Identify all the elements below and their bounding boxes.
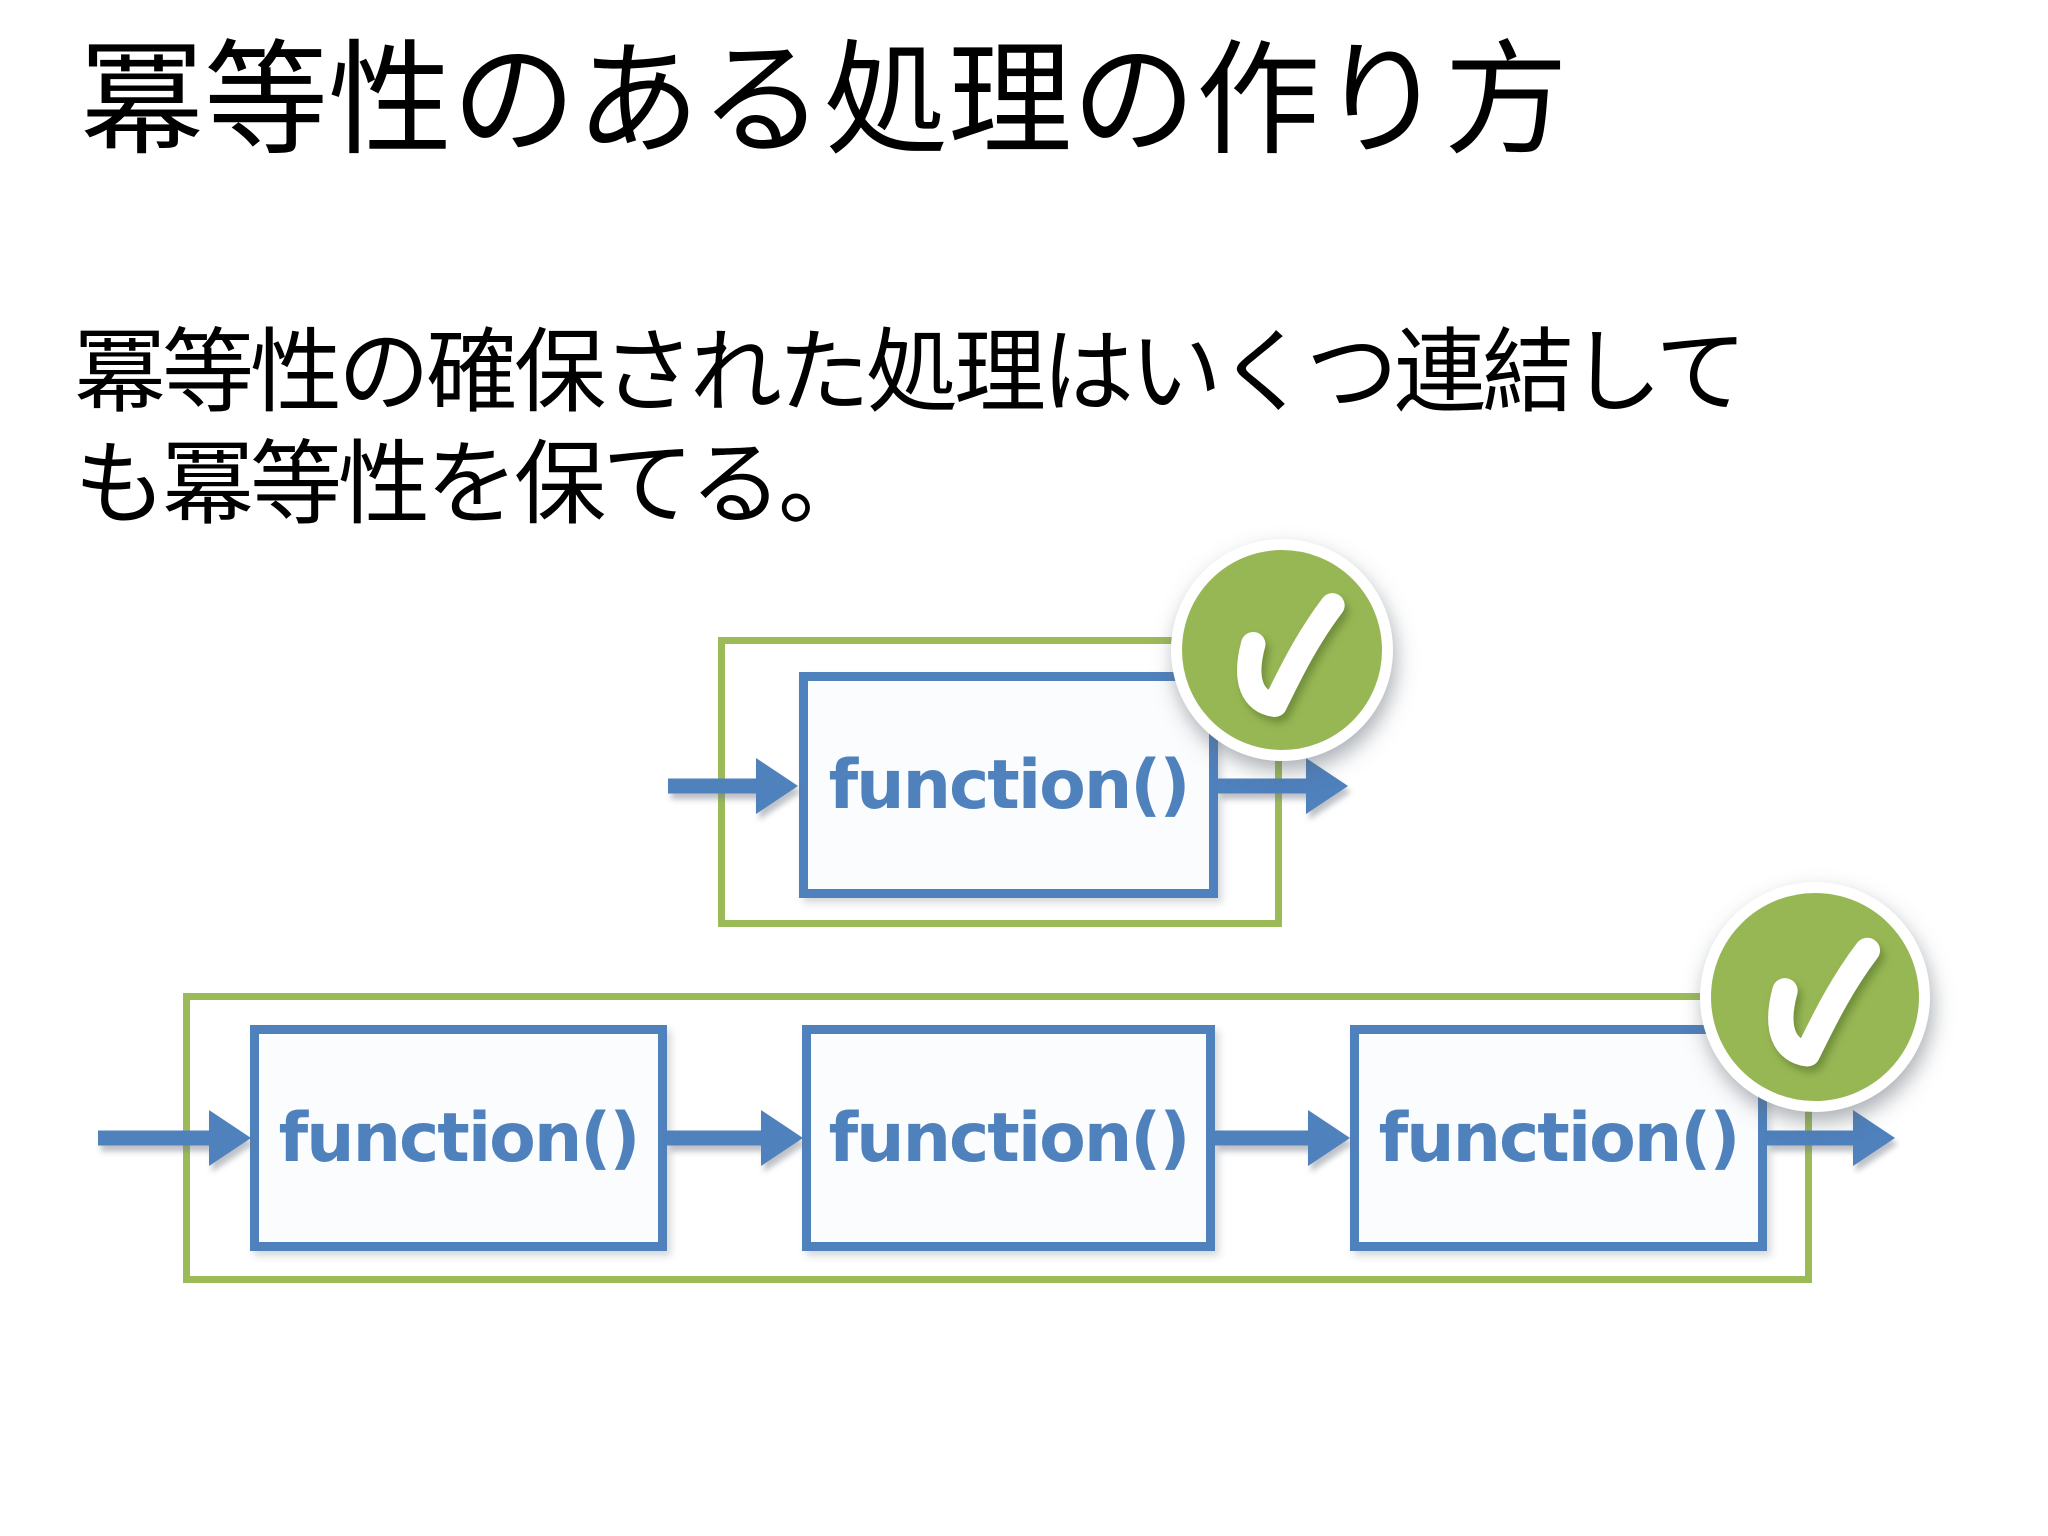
- arrow-head: [761, 1110, 803, 1166]
- arrow-shaft: [1215, 1130, 1312, 1146]
- flow-arrow-out: [1218, 758, 1348, 814]
- function-label: function(): [828, 1098, 1191, 1178]
- flow-arrow-link-1: [667, 1110, 803, 1166]
- arrow-shaft: [1767, 1130, 1857, 1146]
- arrow-shaft: [98, 1130, 213, 1146]
- arrow-head: [756, 758, 798, 814]
- check-circle-icon: [1700, 882, 1930, 1112]
- flow-arrow-in: [668, 758, 798, 814]
- arrow-head: [209, 1110, 251, 1166]
- checkmark-icon: [1768, 937, 1881, 1067]
- checkmark-icon: [1237, 593, 1345, 717]
- arrow-shaft: [667, 1130, 765, 1146]
- body-text-line-2: も冪等性を保てる。: [74, 431, 870, 538]
- function-box-2: function(): [802, 1025, 1215, 1251]
- function-box-3: function(): [1350, 1025, 1767, 1251]
- arrow-shaft: [668, 778, 760, 794]
- page-title: 冪等性のある処理の作り方: [80, 29, 1569, 173]
- function-label: function(): [828, 745, 1191, 825]
- flow-arrow-out: [1767, 1110, 1895, 1166]
- function-box-1: function(): [250, 1025, 667, 1251]
- flow-arrow-link-2: [1215, 1110, 1350, 1166]
- function-box: function(): [799, 672, 1218, 898]
- arrow-head: [1308, 1110, 1350, 1166]
- check-circle-icon: [1171, 539, 1393, 761]
- arrow-head: [1853, 1110, 1895, 1166]
- arrow-head: [1306, 758, 1348, 814]
- body-text-line-1: 冪等性の確保された処理はいくつ連結して: [74, 319, 1747, 426]
- flow-arrow-in: [98, 1110, 251, 1166]
- function-label: function(): [1378, 1098, 1741, 1178]
- arrow-shaft: [1218, 778, 1310, 794]
- function-label: function(): [278, 1098, 641, 1178]
